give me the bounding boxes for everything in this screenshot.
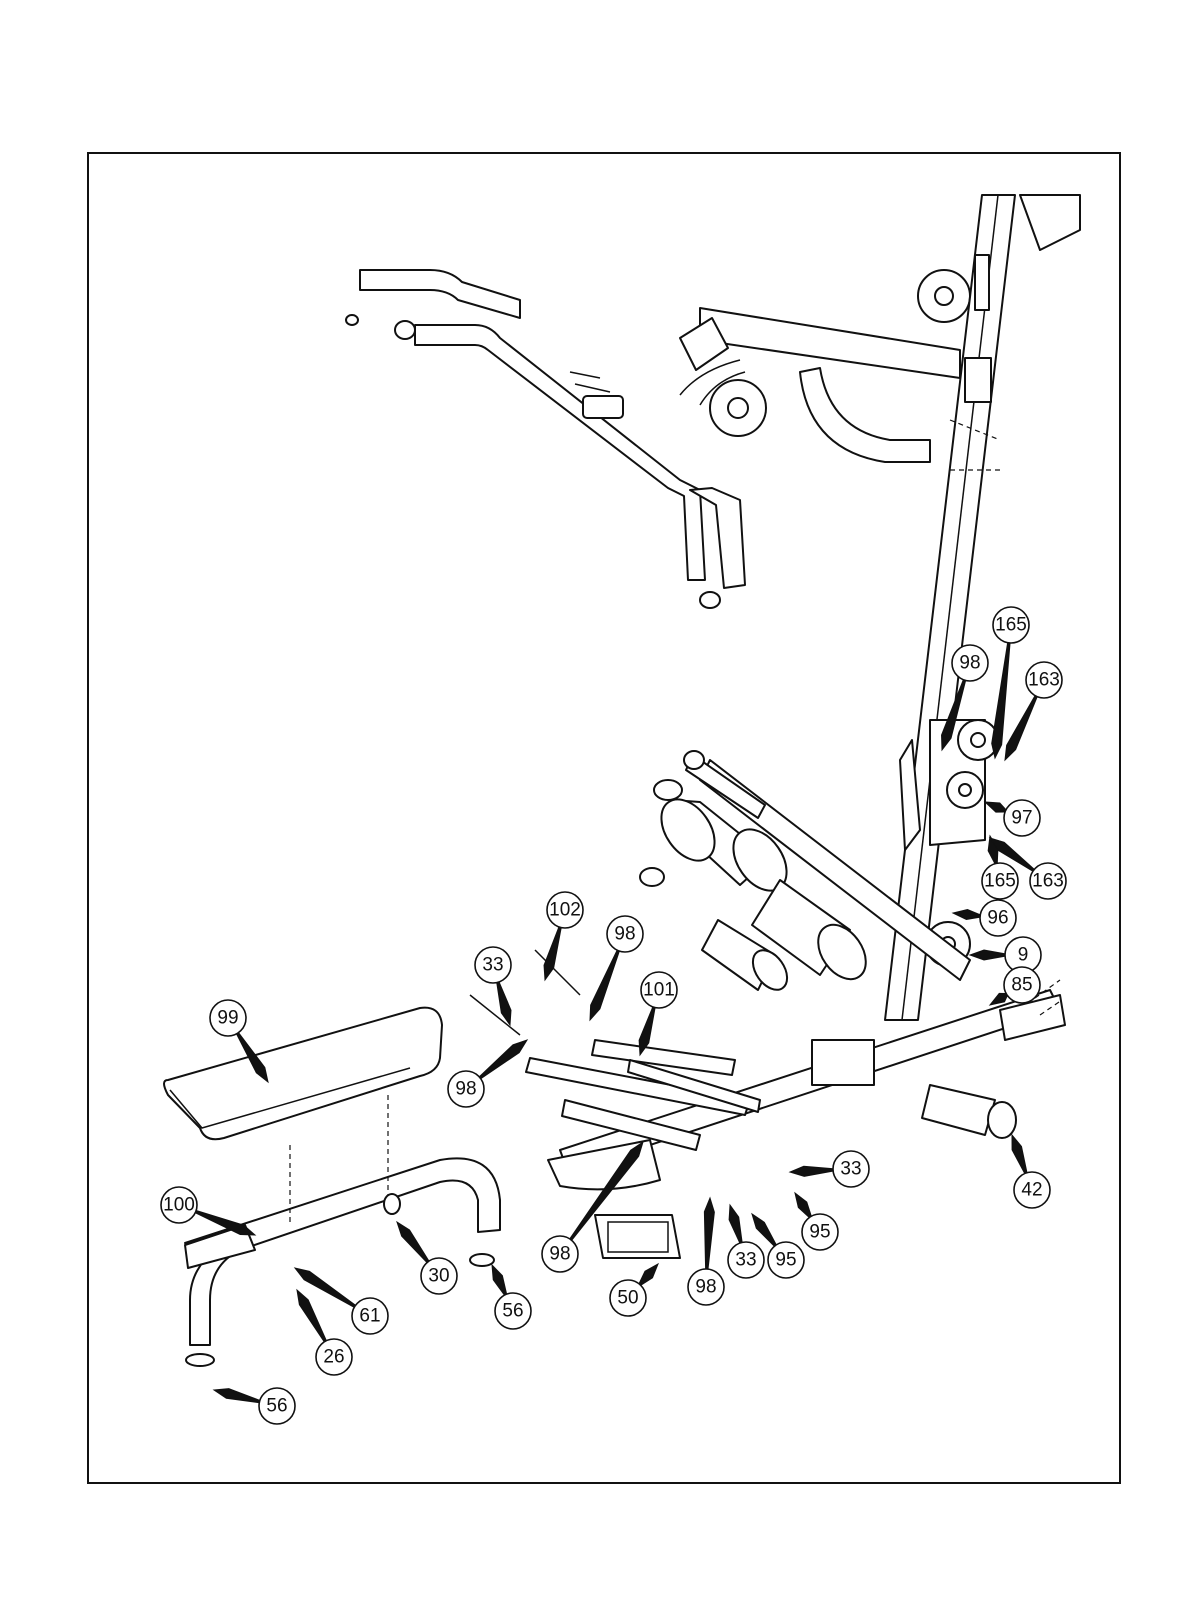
callout-95: 95 <box>795 1193 838 1250</box>
seat-pad <box>164 1008 442 1140</box>
callout-9: 9 <box>970 937 1041 973</box>
callout-label: 96 <box>987 908 1008 929</box>
callout-102: 102 <box>544 892 583 980</box>
upper-arm-pulley-assembly <box>680 270 970 462</box>
callout-163: 163 <box>1005 662 1062 760</box>
callout-98: 98 <box>688 1198 724 1305</box>
callout-leader <box>729 1205 742 1243</box>
callout-leader <box>752 1214 776 1246</box>
callout-leader <box>704 1198 714 1269</box>
callout-leader <box>953 910 980 920</box>
callout-label: 102 <box>549 900 581 921</box>
callout-leader <box>990 993 1007 1005</box>
callout-50: 50 <box>610 1264 658 1316</box>
callout-label: 85 <box>1011 975 1032 996</box>
callout-leader <box>544 927 561 980</box>
callout-leader <box>297 1290 326 1342</box>
callout-label: 163 <box>1028 670 1060 691</box>
callout-leader <box>397 1222 429 1263</box>
callout-leader <box>639 1264 658 1285</box>
callout-56: 56 <box>214 1388 295 1424</box>
callout-label: 56 <box>502 1301 523 1322</box>
callout-label: 9 <box>1018 945 1029 966</box>
callout-26: 26 <box>297 1290 352 1375</box>
callout-56: 56 <box>492 1265 531 1329</box>
callout-leader <box>590 950 619 1020</box>
callout-leader <box>214 1389 260 1403</box>
callout-101: 101 <box>639 972 677 1055</box>
callout-label: 33 <box>840 1159 861 1180</box>
callout-leader <box>985 802 1006 812</box>
callout-label: 61 <box>359 1306 380 1327</box>
callout-label: 50 <box>617 1288 638 1309</box>
callout-98: 98 <box>448 1040 527 1107</box>
callout-label: 30 <box>428 1266 449 1287</box>
callout-label: 101 <box>643 980 675 1001</box>
callout-leader <box>1005 696 1037 760</box>
callout-label: 95 <box>775 1250 796 1271</box>
press-arm-handle <box>346 270 745 608</box>
callout-label: 97 <box>1011 808 1032 829</box>
callout-label: 98 <box>455 1079 476 1100</box>
callout-165: 165 <box>992 607 1029 758</box>
callout-30: 30 <box>397 1222 457 1294</box>
callout-label: 98 <box>549 1244 570 1265</box>
callout-label: 98 <box>959 653 980 674</box>
callout-label: 26 <box>323 1347 344 1368</box>
callout-label: 98 <box>695 1277 716 1298</box>
callout-leader <box>970 950 1005 960</box>
callout-label: 33 <box>482 955 503 976</box>
callout-leader <box>992 643 1010 758</box>
callout-leader <box>795 1193 811 1217</box>
callout-label: 163 <box>1032 871 1064 892</box>
callout-98: 98 <box>590 916 643 1020</box>
callout-label: 99 <box>217 1008 238 1029</box>
callout-label: 42 <box>1021 1180 1042 1201</box>
callout-leader <box>790 1166 833 1176</box>
callout-label: 56 <box>266 1396 287 1417</box>
callout-42: 42 <box>1012 1135 1050 1208</box>
callout-label: 100 <box>163 1195 195 1216</box>
callout-label: 33 <box>735 1250 756 1271</box>
callout-33: 33 <box>790 1151 869 1187</box>
callout-97: 97 <box>985 800 1040 836</box>
callout-label: 165 <box>995 615 1027 636</box>
callout-85: 85 <box>990 967 1040 1005</box>
callout-label: 165 <box>984 871 1016 892</box>
callout-label: 95 <box>809 1222 830 1243</box>
callout-leader <box>479 1040 527 1079</box>
callout-33: 33 <box>728 1205 764 1278</box>
callout-leader <box>492 1265 507 1295</box>
callout-label: 98 <box>614 924 635 945</box>
callout-leader <box>1012 1135 1027 1173</box>
callout-100: 100 <box>161 1187 255 1235</box>
